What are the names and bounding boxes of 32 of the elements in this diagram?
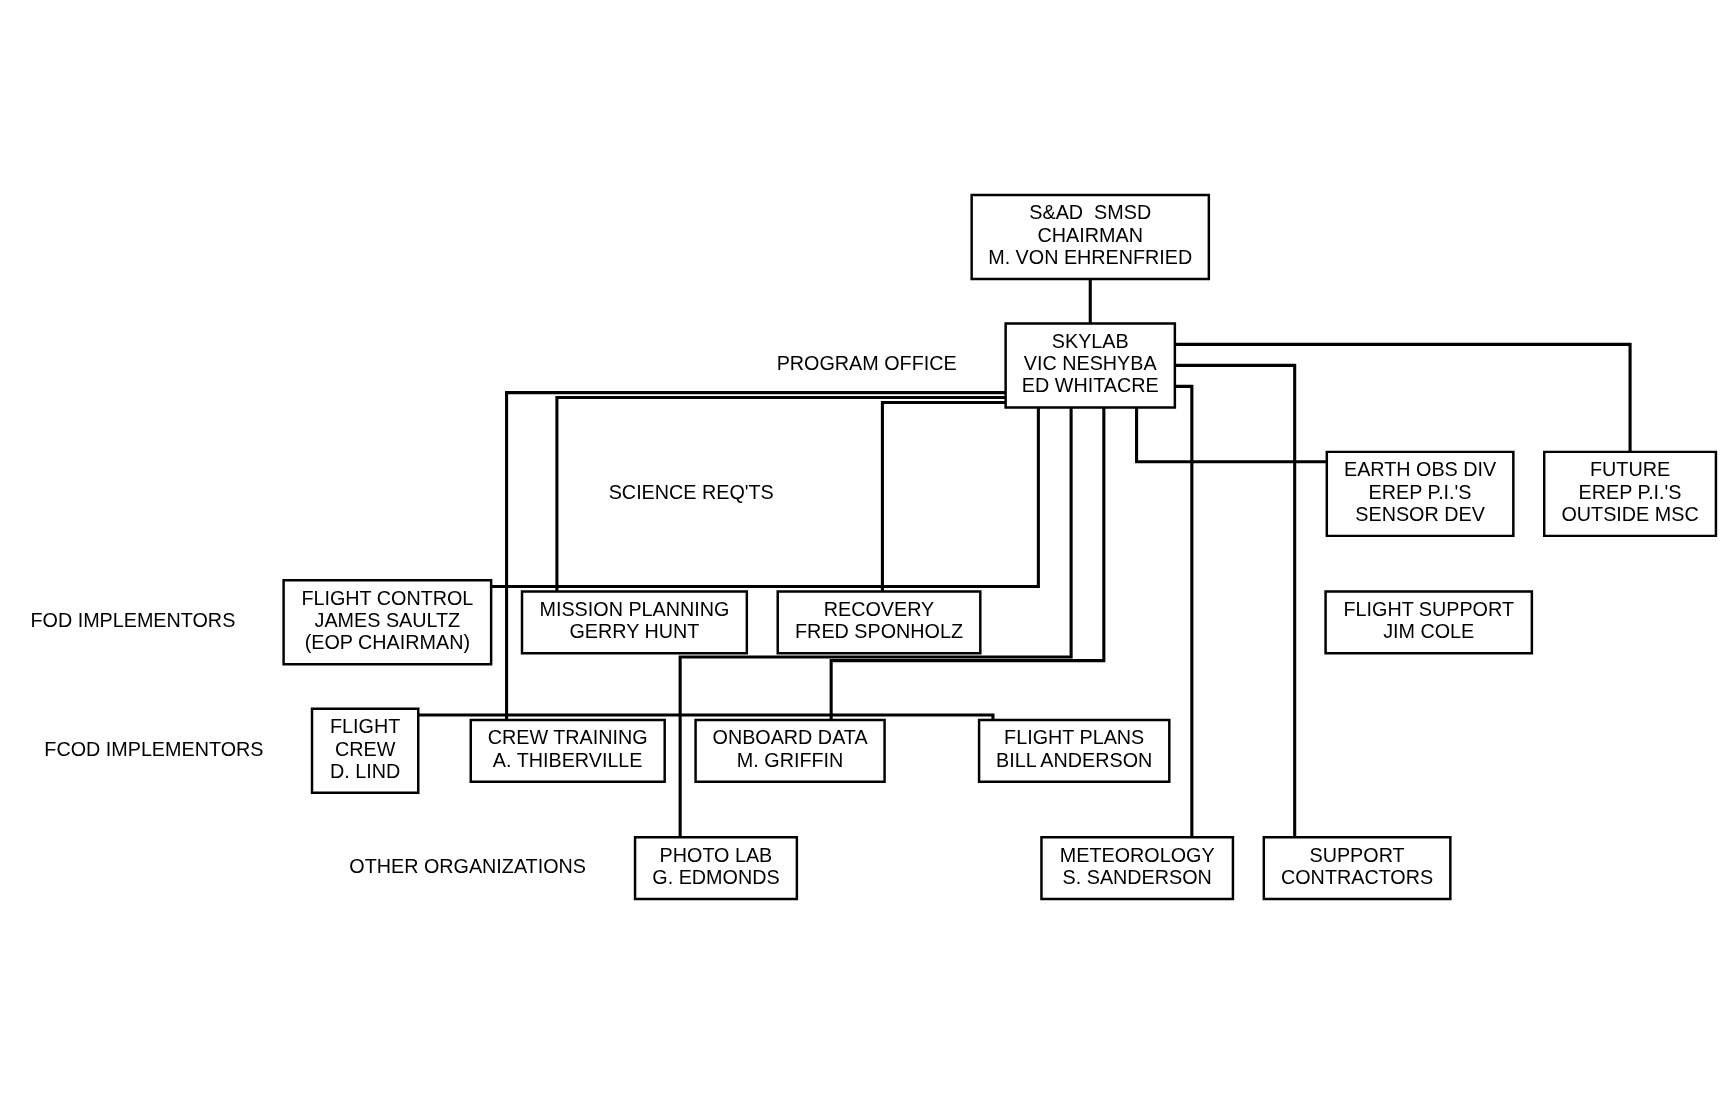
node-box: MISSION PLANNING GERRY HUNT	[520, 590, 749, 655]
connector	[505, 391, 1006, 720]
connector	[1175, 384, 1194, 837]
node-box: FUTURE EREP P.I.'S OUTSIDE MSC	[1543, 450, 1718, 538]
connector	[418, 713, 995, 720]
node-box: SKYLAB VIC NESHYBA ED WHITACRE	[1004, 322, 1177, 409]
connector	[1088, 279, 1092, 324]
connector	[678, 407, 1073, 837]
node-box: METEOROLOGY S. SANDERSON	[1040, 836, 1235, 901]
node-box: EARTH OBS DIV EREP P.I.'S SENSOR DEV	[1325, 450, 1515, 538]
label: FCOD IMPLEMENTORS	[44, 737, 264, 760]
node-box: CREW TRAINING A. THIBERVILLE	[469, 718, 666, 783]
label: OTHER ORGANIZATIONS	[349, 854, 586, 877]
node-box: FLIGHT CONTROL JAMES SAULTZ (EOP CHAIRMAN)	[282, 579, 493, 666]
connector	[491, 407, 1040, 589]
node-box: FLIGHT CREW D. LIND	[310, 707, 420, 795]
connector	[880, 400, 1006, 592]
label: FOD IMPLEMENTORS	[30, 609, 236, 632]
node-box: PHOTO LAB G. EDMONDS	[633, 836, 799, 901]
connector	[1175, 342, 1632, 452]
connector	[1175, 363, 1297, 838]
connector	[829, 407, 1106, 720]
connector	[555, 396, 1006, 592]
node-box: FLIGHT SUPPORT JIM COLE	[1324, 590, 1534, 655]
connector	[1135, 407, 1327, 464]
node-box: SUPPORT CONTRACTORS	[1262, 836, 1452, 901]
label: PROGRAM OFFICE	[776, 352, 957, 375]
node-box: ONBOARD DATA M. GRIFFIN	[694, 718, 886, 783]
node-box: FLIGHT PLANS BILL ANDERSON	[977, 718, 1171, 783]
node-box: RECOVERY FRED SPONHOLZ	[776, 590, 982, 655]
node-box: S&AD SMSD CHAIRMAN M. VON EHRENFRIED	[970, 193, 1211, 281]
label: SCIENCE REQ'TS	[608, 480, 774, 503]
